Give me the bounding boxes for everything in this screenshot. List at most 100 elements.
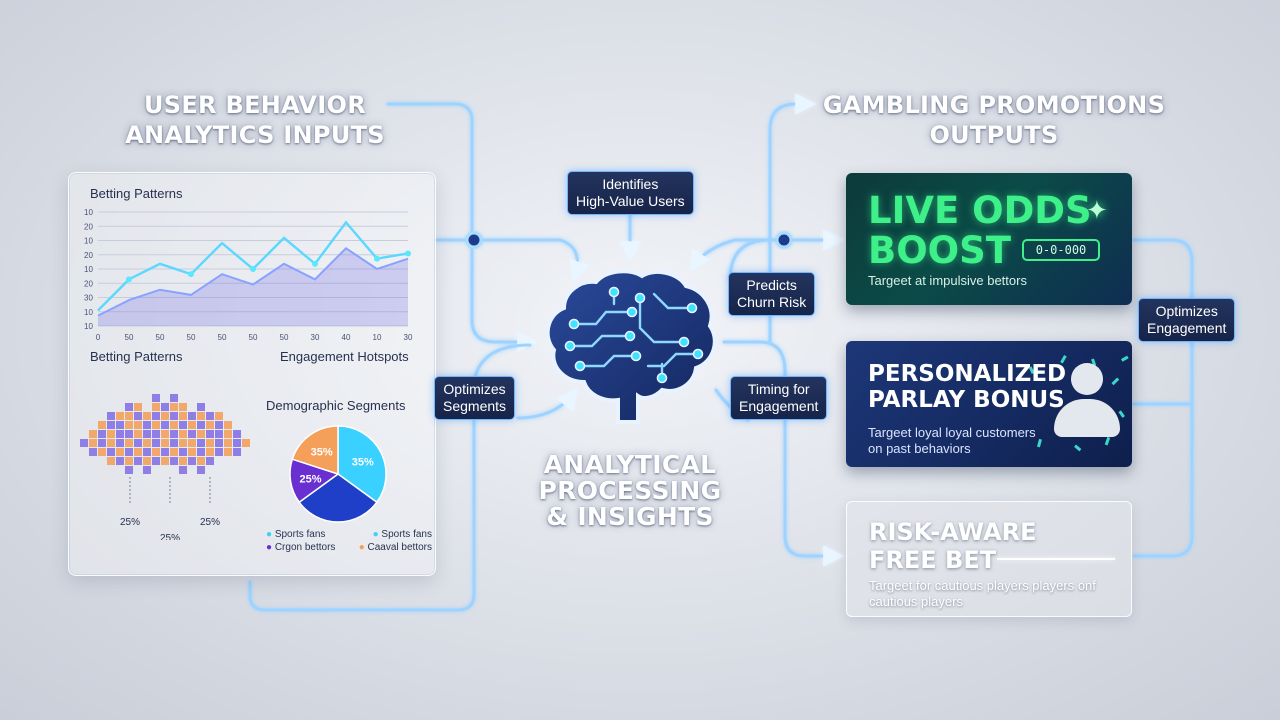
heatmap-cell	[116, 448, 124, 456]
heatmap-cell	[170, 421, 178, 429]
heatmap-label: 25%	[160, 533, 180, 540]
center-heading-line-3: & INSIGHTS	[546, 502, 714, 531]
chart-title: Betting Patterns	[90, 186, 183, 201]
center-heading-line-1: ANALYTICAL	[543, 450, 717, 479]
parlay-title: PERSONALIZED PARLAY BONUS	[868, 361, 1066, 413]
heatmap-cell	[215, 412, 223, 420]
heatmap-cell	[233, 430, 241, 438]
heatmap-cell	[143, 412, 151, 420]
tag-optimizes-engagement: Optimizes Engagement	[1138, 298, 1236, 342]
heatmap-cell	[125, 439, 133, 447]
heatmap-cell	[89, 430, 97, 438]
x-tick-label: 10	[373, 333, 382, 342]
heatmap-cell	[89, 439, 97, 447]
wire-segments	[516, 388, 578, 420]
series-1-point	[250, 266, 256, 272]
tag-timing-line-2: Engagement	[739, 398, 819, 414]
center-heading: ANALYTICAL PROCESSING & INSIGHTS	[520, 452, 740, 530]
parlay-subtitle-line-2: on past behaviors	[868, 441, 971, 456]
series-1-point	[374, 255, 380, 262]
inputs-heading: USER BEHAVIOR ANALYTICS INPUTS	[120, 90, 390, 150]
promo-card-live-odds-boost[interactable]: LIVE ODDS BOOST ✦ 0-0-000 Targeet at imp…	[846, 173, 1132, 305]
heatmap-cell	[179, 421, 187, 429]
heatmap-cell	[233, 439, 241, 447]
heatmap-cell	[152, 457, 160, 465]
user-avatar-icon	[1054, 363, 1120, 437]
wire-brain-right	[722, 340, 787, 422]
tag-optimizes-engagement-line-2: Engagement	[1147, 320, 1227, 336]
heatmap-cell	[170, 430, 178, 438]
parlay-title-line-2: PARLAY BONUS	[868, 387, 1065, 413]
heatmap-cell	[215, 448, 223, 456]
heatmap-cell	[215, 439, 223, 447]
tag-predicts-churn-risk: Predicts Churn Risk	[728, 272, 816, 316]
sparkle-icon: ✦	[1086, 195, 1108, 225]
heatmap-cell	[206, 457, 214, 465]
heatmap-cell	[125, 448, 133, 456]
pie-slice	[337, 425, 387, 504]
brain-icon	[545, 269, 717, 424]
pie-slice	[298, 473, 378, 523]
heatmap-cell	[152, 448, 160, 456]
x-tick-label: 50	[156, 333, 165, 342]
heatmap-label: 25%	[200, 517, 220, 528]
tag-identifies-high-value-users: Identifies High-Value Users	[567, 171, 694, 215]
heatmap-cell	[134, 430, 142, 438]
heatmap-cell	[224, 448, 232, 456]
inputs-heading-line-2: ANALYTICS INPUTS	[125, 121, 385, 149]
heatmap-cell	[107, 439, 115, 447]
heatmap-cell	[224, 439, 232, 447]
legend-label-4: Caaval bettors	[367, 542, 432, 553]
x-tick-label: 30	[404, 333, 413, 342]
y-tick-label: 20	[84, 279, 93, 288]
heatmap-cell	[134, 421, 142, 429]
heatmap-cell	[197, 457, 205, 465]
y-tick-label: 20	[84, 251, 93, 260]
heatmap-cell	[80, 439, 88, 447]
series-2-area	[98, 248, 408, 326]
center-heading-line-2: PROCESSING	[538, 476, 722, 505]
promo-card-personalized-parlay-bonus[interactable]: PERSONALIZED PARLAY BONUS Targeet loyal …	[846, 341, 1132, 467]
x-tick-label: 50	[187, 333, 196, 342]
heatmap-cell	[152, 412, 160, 420]
y-tick-label: 20	[84, 222, 93, 231]
promo-card-risk-aware-free-bet[interactable]: RISK-AWARE FREE BET Targeet for cautious…	[846, 501, 1132, 617]
live-odds-title-line-1: LIVE ODDS	[868, 189, 1092, 232]
heatmap-cell	[161, 457, 169, 465]
y-tick-label: 10	[84, 265, 93, 274]
outputs-heading-line-2: OUTPUTS	[929, 121, 1059, 149]
tag-predicts-line-2: Churn Risk	[737, 294, 807, 310]
heatmap-cell	[170, 412, 178, 420]
x-tick-label: 50	[249, 333, 258, 342]
heatmap-cell	[125, 421, 133, 429]
heatmap-cell	[215, 421, 223, 429]
y-tick-label: 30	[84, 294, 93, 303]
series-1-point	[126, 276, 132, 283]
x-tick-label: 0	[96, 333, 101, 342]
heatmap-cell	[152, 394, 160, 402]
odds-badge: 0-0-000	[1022, 239, 1100, 261]
x-tick-label: 50	[280, 333, 289, 342]
engagement-heatmap: 25%25%25%	[80, 394, 250, 540]
heatmap-cell	[89, 448, 97, 456]
series-1-point	[188, 271, 194, 278]
outputs-heading: GAMBLING PROMOTIONS OUTPUTS	[816, 90, 1172, 150]
tag-timing-for-engagement: Timing for Engagement	[730, 376, 828, 420]
heatmap-cell	[134, 448, 142, 456]
heatmap-cell	[170, 403, 178, 411]
series-1-point	[312, 260, 318, 267]
heatmap-cell	[116, 457, 124, 465]
heatmap-cell	[134, 412, 142, 420]
tag-optimizes-segments-line-2: Segments	[443, 398, 507, 414]
heatmap-cell	[188, 430, 196, 438]
heatmap-cell	[233, 448, 241, 456]
heatmap-cell	[206, 448, 214, 456]
tag-identifies-line-1: Identifies	[602, 176, 659, 192]
heatmap-cell	[188, 421, 196, 429]
heatmap-cell	[125, 412, 133, 420]
heatmap-cell	[170, 448, 178, 456]
parlay-subtitle: Targeet loyal loyal customers on past be…	[868, 425, 1036, 457]
heatmap-cell	[107, 430, 115, 438]
tag-predicts-line-1: Predicts	[746, 277, 797, 293]
